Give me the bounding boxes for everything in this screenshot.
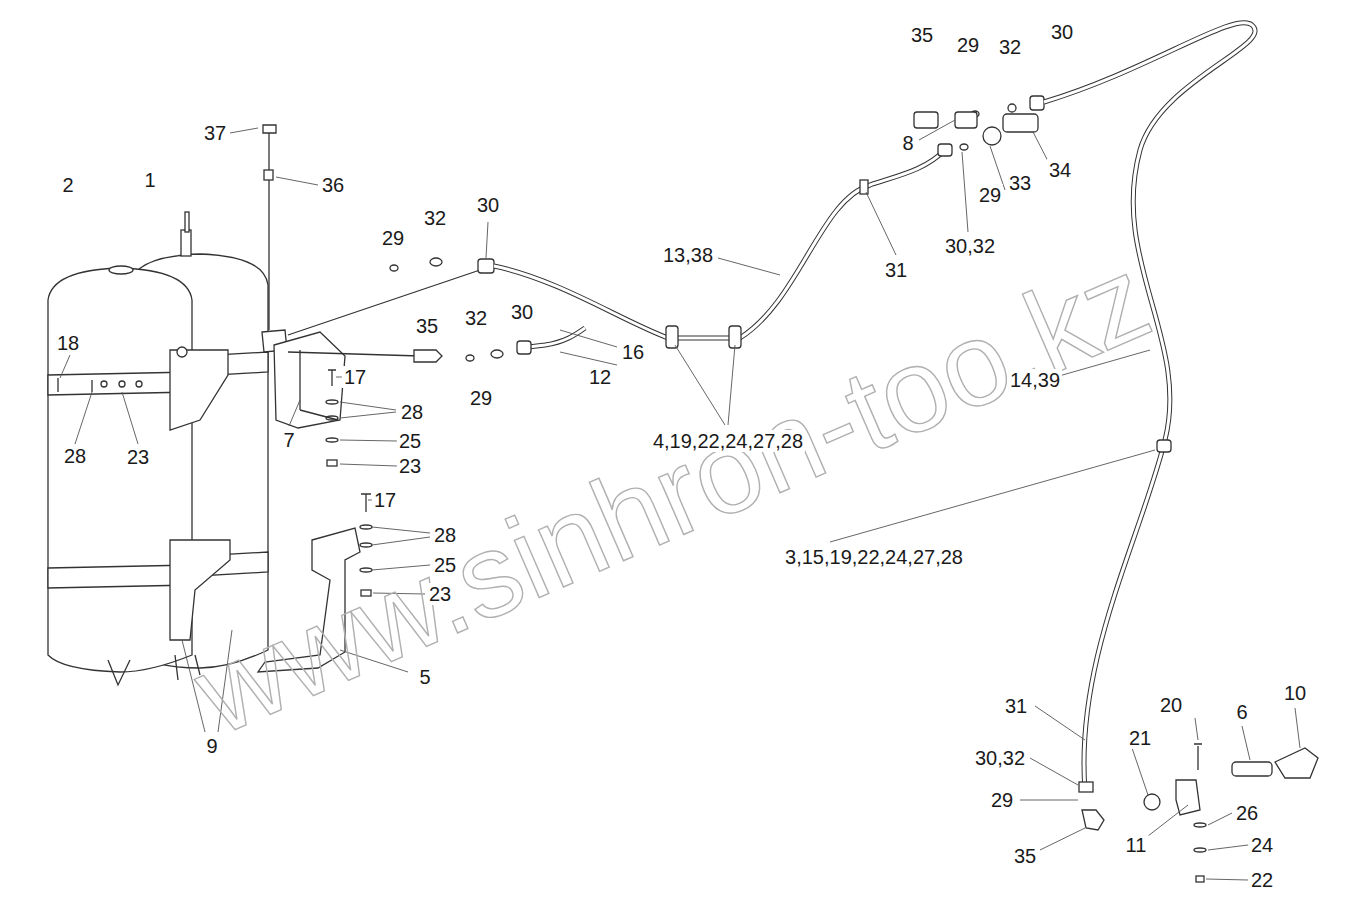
callout-number: 18 (55, 332, 81, 354)
callout-number: 16 (620, 341, 646, 363)
callout-number: 29 (955, 34, 981, 56)
callout-number: 31 (1003, 695, 1029, 717)
callout-number: 2 (60, 174, 75, 196)
callout-number: 24 (1249, 834, 1275, 856)
callout-number: 29 (977, 184, 1003, 206)
callout-number: 13,38 (661, 244, 715, 266)
callout-number: 20 (1158, 694, 1184, 716)
callout-number: 32 (422, 207, 448, 229)
callout-number: 30 (1049, 21, 1075, 43)
callout-number: 30 (475, 194, 501, 216)
callout-number: 28 (432, 524, 458, 546)
callout-number: 12 (587, 366, 613, 388)
callout-number: 1 (142, 169, 157, 191)
callout-number: 31 (883, 259, 909, 281)
callout-number: 33 (1007, 172, 1033, 194)
callout-number: 28 (62, 445, 88, 467)
callout-number: 21 (1127, 727, 1153, 749)
callout-number: 36 (320, 174, 346, 196)
callout-number: 11 (1124, 834, 1149, 856)
callout-number: 29 (989, 789, 1015, 811)
callout-number: 3,15,19,22,24,27,28 (783, 546, 965, 568)
callout-number: 30 (509, 301, 535, 323)
callout-number: 4,19,22,24,27,28 (651, 430, 805, 452)
callout-number: 10 (1282, 682, 1308, 704)
callout-number: 29 (468, 387, 494, 409)
callout-number: 30,32 (973, 747, 1027, 769)
callout-number: 30,32 (943, 235, 997, 257)
callout-number: 23 (125, 446, 151, 468)
callout-number: 26 (1234, 802, 1260, 824)
callout-number: 37 (202, 122, 228, 144)
callout-number: 5 (417, 666, 432, 688)
callout-number: 14,39 (1008, 369, 1062, 391)
callout-number: 7 (281, 429, 296, 451)
callout-number: 17 (372, 489, 398, 511)
callout-number: 9 (204, 735, 219, 757)
callout-number: 17 (342, 366, 368, 388)
callout-number: 23 (427, 583, 453, 605)
callout-number: 25 (397, 430, 423, 452)
callout-number: 32 (997, 36, 1023, 58)
callout-number: 32 (463, 307, 489, 329)
callout-number: 23 (397, 455, 423, 477)
callout-number: 29 (380, 227, 406, 249)
callout-number: 35 (1012, 845, 1038, 867)
callout-number: 28 (399, 401, 425, 423)
callout-number: 35 (414, 315, 440, 337)
callout-number: 25 (432, 554, 458, 576)
callout-number: 6 (1234, 701, 1249, 723)
callout-number: 35 (909, 24, 935, 46)
callout-number: 34 (1047, 159, 1073, 181)
watermark: www.sinhron-too.kz (179, 237, 1164, 753)
callout-number: 22 (1249, 869, 1275, 891)
callout-number: 8 (900, 132, 915, 154)
